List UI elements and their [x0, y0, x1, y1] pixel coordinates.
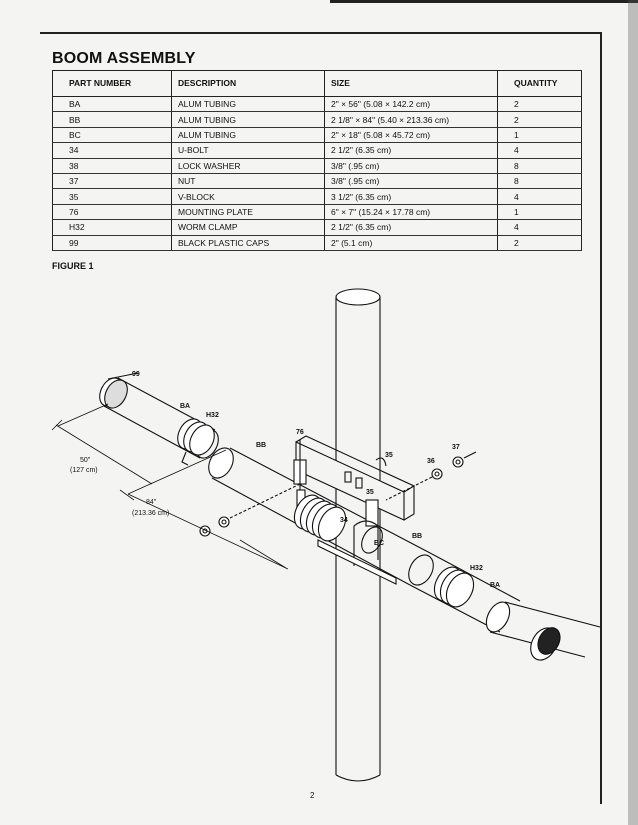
- table-cell: 2: [497, 111, 582, 128]
- column-header: SIZE: [324, 70, 498, 97]
- table-cell: WORM CLAMP: [171, 219, 325, 236]
- table-cell: 8: [497, 158, 582, 174]
- table-header-row: PART NUMBER DESCRIPTION SIZE QUANTITY: [52, 70, 582, 97]
- table-cell: 2 1/2" (6.35 cm): [324, 219, 498, 236]
- table-cell: BB: [52, 111, 172, 128]
- table-cell: 2: [497, 235, 582, 251]
- parts-table: PART NUMBER DESCRIPTION SIZE QUANTITY BA…: [52, 70, 582, 251]
- table-cell: 4: [497, 219, 582, 236]
- table-cell: NUT: [171, 173, 325, 190]
- dimension-50-cm: (127 cm): [70, 467, 98, 474]
- table-cell: ALUM TUBING: [171, 127, 325, 144]
- column-header: QUANTITY: [497, 70, 582, 97]
- table-cell: ALUM TUBING: [171, 96, 325, 113]
- mast: [335, 288, 381, 782]
- table-cell: ALUM TUBING: [171, 111, 325, 128]
- table-cell: 4: [497, 188, 582, 205]
- callout-bb-left: BB: [256, 442, 266, 449]
- callout-35-top: 35: [385, 452, 393, 459]
- callout-36: 36: [427, 458, 435, 465]
- page-title: BOOM ASSEMBLY: [52, 50, 196, 67]
- dimension-50-in: 50": [80, 457, 91, 464]
- dimension-84-cm: (213.36 cm): [132, 510, 169, 517]
- table-cell: 99: [52, 235, 172, 251]
- column-header: PART NUMBER: [52, 70, 172, 97]
- boom-tube-right: [409, 553, 601, 658]
- table-cell: 2" × 18" (5.08 × 45.72 cm): [324, 127, 498, 144]
- end-cap-right: [530, 627, 561, 661]
- table-cell: 3/8" (.95 cm): [324, 173, 498, 190]
- table-cell: LOCK WASHER: [171, 158, 325, 174]
- table-cell: H32: [52, 219, 172, 236]
- table-cell: 4: [497, 142, 582, 159]
- hardware-left: [199, 483, 301, 537]
- table-cell: 2" (5.1 cm): [324, 235, 498, 251]
- table-cell: 37: [52, 173, 172, 190]
- callout-34: 34: [340, 517, 348, 524]
- callout-76: 76: [296, 429, 304, 436]
- callout-h32-right: H32: [470, 565, 483, 572]
- callout-bb-right: BB: [412, 533, 422, 540]
- table-cell: 6" × 7" (15.24 × 17.78 cm): [324, 204, 498, 221]
- table-cell: 2: [497, 96, 582, 113]
- clamp-block-right: [353, 457, 387, 566]
- table-cell: BLACK PLASTIC CAPS: [171, 235, 325, 251]
- worm-clamp-left: [177, 418, 215, 466]
- table-cell: 76: [52, 204, 172, 221]
- table-cell: 2 1/2" (6.35 cm): [324, 142, 498, 159]
- scan-mark: [628, 0, 638, 825]
- table-cell: MOUNTING PLATE: [171, 204, 325, 221]
- table-cell: 8: [497, 173, 582, 190]
- figure-label: FIGURE 1: [52, 261, 94, 271]
- bc-tube: [317, 526, 397, 585]
- table-cell: BC: [52, 127, 172, 144]
- table-cell: 1: [497, 204, 582, 221]
- table-cell: 38: [52, 158, 172, 174]
- page-frame: [40, 32, 602, 804]
- callout-ba-left: BA: [180, 403, 190, 410]
- table-cell: 34: [52, 142, 172, 159]
- table-cell: BA: [52, 96, 172, 113]
- table-cell: V-BLOCK: [171, 188, 325, 205]
- table-cell: 2" × 56" (5.08 × 142.2 cm): [324, 96, 498, 113]
- table-cell: 2 1/8" × 84" (5.40 × 213.36 cm): [324, 111, 498, 128]
- column-header: DESCRIPTION: [171, 70, 325, 97]
- scan-mark: [330, 0, 638, 3]
- table-cell: U-BOLT: [171, 142, 325, 159]
- hardware-right: [385, 451, 477, 501]
- dimension-lines: [51, 403, 289, 570]
- callout-ba-right: BA: [490, 582, 500, 589]
- callout-h32-left: H32: [206, 412, 219, 419]
- table-cell: 1: [497, 127, 582, 144]
- page-number: 2: [310, 791, 315, 800]
- boom-coupling: [293, 494, 347, 542]
- callout-bc: BC: [374, 540, 384, 547]
- callout-37: 37: [452, 444, 460, 451]
- table-cell: 35: [52, 188, 172, 205]
- callout-99: 99: [132, 371, 140, 378]
- table-cell: 3 1/2" (6.35 cm): [324, 188, 498, 205]
- dimension-84-in: 84": [146, 499, 157, 506]
- end-cap-left: [104, 372, 139, 409]
- callout-35-mid: 35: [366, 489, 374, 496]
- table-cell: 3/8" (.95 cm): [324, 158, 498, 174]
